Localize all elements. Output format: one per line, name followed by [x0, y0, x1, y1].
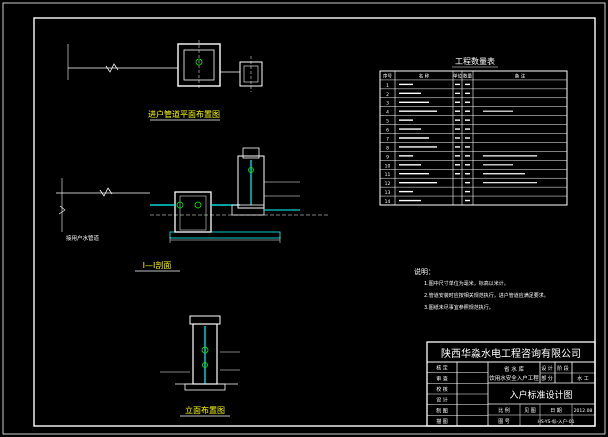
tb-part-label: 部 分 [541, 375, 553, 382]
tb-design-label: 设 计 [541, 365, 553, 372]
elevation-view-title: 立面布置图 [185, 405, 225, 415]
tb-date-value: 2012.08 [574, 408, 593, 414]
tb-number-label: 图 号 [498, 419, 510, 425]
table-row-number: 5 [386, 119, 389, 125]
section-base-slab [169, 231, 281, 239]
title-block-role-label: 审 查 [436, 375, 448, 382]
table-row-number: 10 [385, 163, 391, 169]
note-item-1: 1.图中尺寸单位为毫米，标高以米计。 [424, 280, 509, 287]
table-row-number: 13 [385, 190, 391, 196]
table-header-cell: 名 称 [419, 72, 430, 79]
sheet-inner-frame [33, 17, 596, 427]
elevation-view: 立面布置图 [160, 315, 240, 417]
section-view-title: Ⅰ—Ⅰ剖面 [143, 260, 172, 270]
table-row-number: 1 [386, 83, 389, 89]
tb-scale-value: 见 图 [524, 408, 536, 414]
quantity-table-rows: 序号名 称单位数量备 注1234567891011121314 [380, 71, 567, 205]
table-row-number: 4 [386, 110, 389, 116]
title-block-role-label: 校 核 [436, 386, 448, 393]
section-view: 接用户水管道 Ⅰ—Ⅰ剖面 [56, 147, 330, 272]
table-header-cell: 序号 [383, 72, 392, 79]
title-block: 陕西华淼水电工程咨询有限公司 核 定审 查校 核设 计制 图描 图 省 水 库 … [426, 341, 596, 427]
company-name: 陕西华淼水电工程咨询有限公司 [441, 347, 581, 360]
title-block-frame [426, 341, 596, 427]
notes-block: 说明： 1.图中尺寸单位为毫米，标高以米计。 2.管道安装时应按相关规范执行，进… [414, 267, 549, 311]
table-row-number: 14 [385, 199, 391, 205]
table-row-number: 6 [386, 128, 389, 134]
notes-heading: 说明： [414, 267, 435, 276]
tb-number-value: HS-YS-标-入户-01 [537, 418, 574, 425]
title-block-role-label: 设 计 [436, 397, 448, 404]
section-chamber [174, 191, 212, 233]
tb-discipline: 水 工 [577, 375, 589, 382]
table-header-cell: 单位 [453, 72, 462, 79]
project-line-2: 饮用水安全入户工程 [489, 374, 539, 382]
tb-date-label: 日 期 [550, 408, 562, 414]
title-block-signature-rows: 核 定审 查校 核设 计制 图描 图 [427, 365, 488, 425]
tb-scale-label: 比 例 [498, 407, 510, 414]
table-row-number: 11 [385, 172, 391, 178]
table-row-number: 12 [385, 181, 391, 187]
table-header-cell: 数量 [463, 72, 472, 79]
project-line-1: 省 水 库 [504, 365, 524, 373]
plan-view: 进户管道平面布置图 [67, 40, 263, 121]
table-row-number: 7 [386, 136, 389, 142]
table-row-number: 8 [386, 145, 389, 151]
table-header-cell: 备 注 [515, 72, 526, 79]
table-row-number: 9 [386, 154, 389, 160]
title-block-role-label: 描 图 [436, 418, 448, 425]
quantity-table-frame [379, 70, 568, 206]
plan-view-title: 进户管道平面布置图 [148, 109, 220, 119]
note-item-3: 3.图纸未尽事宜参照规范执行。 [424, 304, 494, 311]
table-row-number: 2 [386, 92, 389, 98]
section-label-user-pipe: 接用户水管道 [66, 234, 100, 242]
drawing-title: 入户标准设计图 [509, 389, 572, 401]
tb-stage-label: 阶 段 [557, 365, 569, 372]
title-block-role-label: 制 图 [436, 407, 448, 414]
note-item-2: 2.管道安装时应按相关规范执行，进户管道应满足要求。 [424, 292, 549, 299]
quantity-table-title: 工程数量表 [455, 56, 495, 66]
quantity-table: 工程数量表 序号名 称单位数量备 注1234567891011121314 [379, 56, 568, 206]
title-block-role-label: 核 定 [436, 365, 448, 372]
table-row-number: 3 [386, 101, 389, 107]
